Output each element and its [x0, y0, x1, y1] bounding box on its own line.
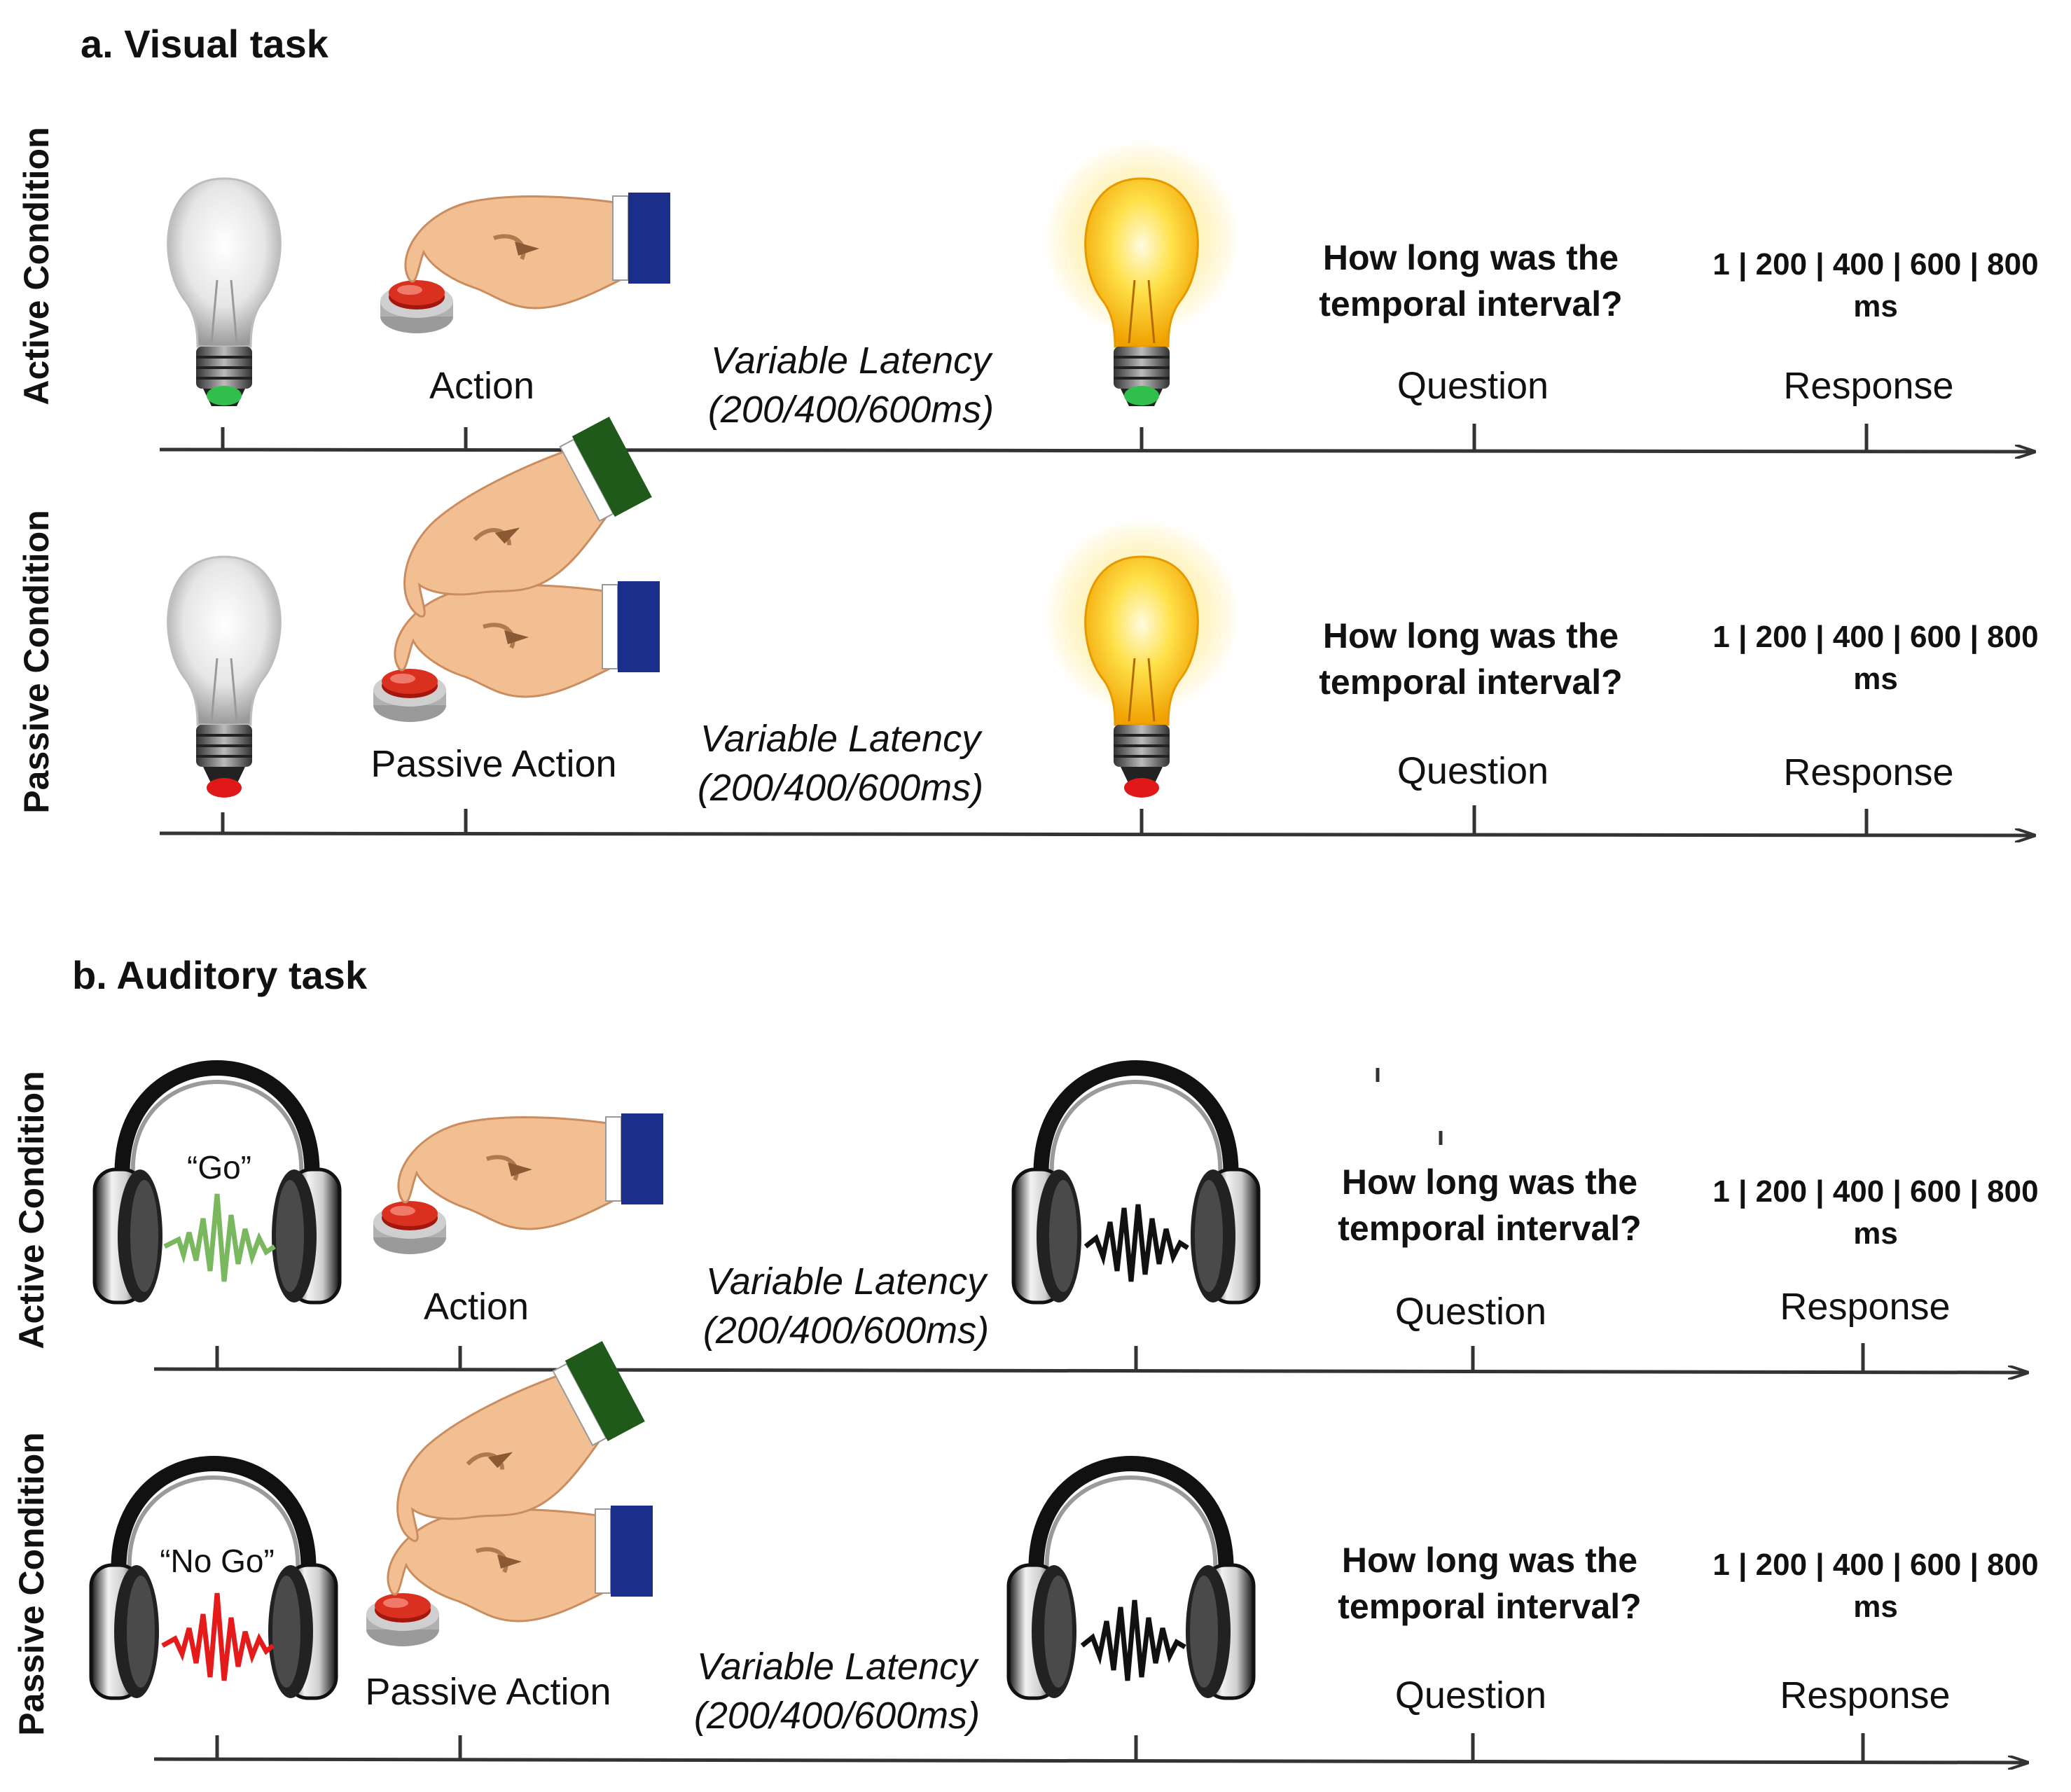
push-button-icon [366, 1593, 439, 1646]
lightbulb-on-icon [1042, 517, 1241, 786]
latency-line-2: (200/400/600ms) [707, 389, 995, 431]
response-unit: ms [1853, 289, 1898, 324]
question-text: How long was the temporal interval? [1319, 613, 1622, 705]
question-line-2: temporal interval? [1338, 1209, 1642, 1248]
timeline-visual-passive [159, 833, 2035, 835]
condition-label-passive: Passive Condition [12, 1432, 51, 1736]
latency-label: Variable Latency (200/400/600ms) [703, 1257, 989, 1355]
condition-label-active: Active Condition [17, 127, 56, 405]
lightbulb-off-icon [166, 177, 282, 408]
timeline-ticks [215, 1733, 1865, 1762]
red-cue-icon [207, 778, 242, 798]
latency-label: Variable Latency (200/400/600ms) [698, 714, 983, 812]
response-values: 1 | 200 | 400 | 600 | 800 [1712, 620, 2039, 654]
timeline-auditory-passive [153, 1759, 2028, 1763]
response-values: 1 | 200 | 400 | 600 | 800 [1712, 1174, 2039, 1209]
push-button-icon [373, 1201, 446, 1254]
response-unit: ms [1853, 1216, 1898, 1251]
timeline-visual-active [159, 450, 2035, 452]
lightbulb-off-icon [166, 555, 282, 786]
condition-label-active: Active Condition [12, 1071, 51, 1349]
section-title-visual: a. Visual task [81, 22, 328, 66]
timeline-auditory-active [153, 1369, 2028, 1373]
question-line-1: How long was the [1322, 616, 1619, 655]
question-line-1: How long was the [1341, 1541, 1638, 1580]
latency-line-1: Variable Latency [705, 1260, 987, 1303]
green-cue-icon [1124, 386, 1159, 405]
question-line-2: temporal interval? [1319, 662, 1623, 702]
latency-line-1: Variable Latency [710, 340, 992, 382]
question-label: Question [1397, 365, 1549, 407]
push-button-icon [373, 669, 446, 722]
latency-label: Variable Latency (200/400/600ms) [708, 336, 994, 434]
response-values: 1 | 200 | 400 | 600 | 800 [1712, 1548, 2039, 1582]
response-options: 1 | 200 | 400 | 600 | 800 ms [1712, 244, 2038, 328]
response-options: 1 | 200 | 400 | 600 | 800 ms [1712, 1544, 2038, 1628]
response-options: 1 | 200 | 400 | 600 | 800 ms [1712, 616, 2038, 700]
response-unit: ms [1853, 662, 1898, 696]
timeline-ticks [221, 424, 1869, 451]
latency-line-1: Variable Latency [700, 718, 981, 760]
green-cue-icon [207, 386, 242, 405]
action-label: Action [429, 365, 535, 407]
no-go-cue-label: “No Go” [160, 1543, 275, 1579]
soundwave-icon [1083, 1204, 1189, 1282]
latency-label: Variable Latency (200/400/600ms) [694, 1642, 980, 1740]
latency-line-1: Variable Latency [696, 1646, 978, 1688]
condition-label-passive: Passive Condition [17, 510, 56, 814]
latency-line-2: (200/400/600ms) [697, 767, 984, 809]
question-label: Question [1394, 1674, 1547, 1716]
passive-action-label: Passive Action [370, 743, 617, 785]
passive-action-label: Passive Action [365, 1671, 611, 1713]
question-text: How long was the temporal interval? [1338, 1159, 1641, 1251]
timeline-ticks [221, 805, 1869, 835]
soundwave-icon [163, 1193, 276, 1282]
question-text: How long was the temporal interval? [1338, 1537, 1641, 1630]
push-button-icon [380, 280, 453, 333]
latency-line-2: (200/400/600ms) [702, 1310, 990, 1352]
question-label: Question [1397, 750, 1549, 792]
question-line-1: How long was the [1341, 1162, 1638, 1202]
response-label: Response [1783, 751, 1954, 793]
go-cue-label: “Go” [187, 1149, 251, 1186]
soundwave-icon [1080, 1599, 1186, 1681]
response-label: Response [1780, 1674, 1951, 1716]
soundwave-icon [161, 1592, 275, 1681]
action-label: Action [423, 1286, 529, 1328]
question-line-2: temporal interval? [1338, 1587, 1642, 1626]
response-label: Response [1783, 365, 1954, 407]
response-label: Response [1780, 1286, 1951, 1328]
section-title-auditory: b. Auditory task [72, 953, 368, 997]
timeline-ticks [215, 1068, 1865, 1372]
question-label: Question [1394, 1291, 1547, 1333]
response-unit: ms [1853, 1590, 1898, 1624]
question-line-1: How long was the [1322, 238, 1619, 277]
response-values: 1 | 200 | 400 | 600 | 800 [1712, 247, 2039, 282]
headphones-icon [1013, 1068, 1259, 1303]
latency-line-2: (200/400/600ms) [693, 1695, 981, 1737]
question-line-2: temporal interval? [1319, 284, 1623, 324]
question-text: How long was the temporal interval? [1319, 235, 1622, 327]
red-cue-icon [1124, 778, 1159, 798]
lightbulb-on-icon [1042, 139, 1241, 408]
response-options: 1 | 200 | 400 | 600 | 800 ms [1712, 1171, 2038, 1255]
